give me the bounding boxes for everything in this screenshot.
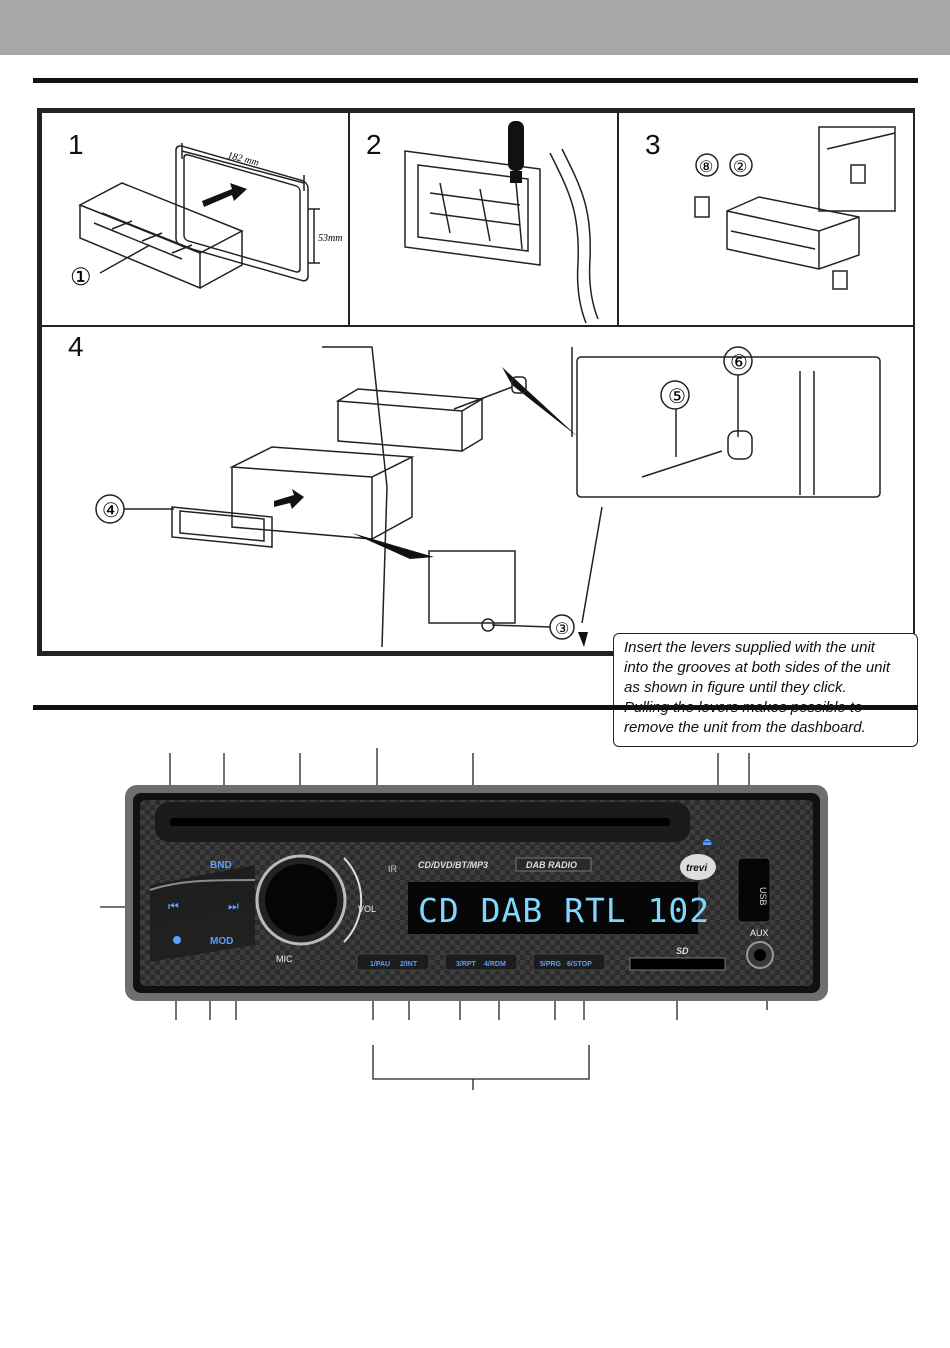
screwdriver-drawing [404, 121, 599, 324]
part-marker-6: ⑥ [730, 352, 748, 374]
brand-name: trevi [686, 863, 707, 874]
band-button[interactable]: BND [210, 860, 232, 871]
ir-sensor-label: IR [388, 864, 398, 874]
front-panel-diagram: BND ⏮ ⏭ MOD VOL MIC IR CD/DVD/BT/MP3 DAB… [100, 748, 828, 1090]
step-number: 2 [366, 129, 382, 160]
part-marker-5: ⑤ [668, 386, 686, 408]
preset-5-button[interactable]: 5/PRG [540, 961, 562, 968]
aux-label: AUX [750, 928, 769, 938]
vol-label: VOL [358, 904, 376, 914]
preset-4-button[interactable]: 4/RDM [484, 961, 506, 968]
bracket-drawing: ⑧ ② [694, 126, 896, 290]
preset-2-button[interactable]: 2/INT [400, 961, 418, 968]
lever-instruction-note: Insert the levers supplied with the unit… [613, 633, 918, 747]
step-4-panel: 4 [40, 325, 915, 653]
sd-slot[interactable] [629, 957, 726, 971]
step-2-panel: 2 [348, 111, 619, 327]
note-line: Insert the levers supplied with the unit [624, 639, 875, 656]
preset-3-button[interactable]: 3/RPT [456, 961, 477, 968]
power-icon[interactable] [173, 936, 181, 944]
mic-label: MIC [276, 954, 293, 964]
final-assembly-drawing: ⑤ ⑥ ④ ③ [95, 346, 881, 648]
step-3-panel: 3 ⑧ ② [617, 111, 915, 327]
step-number: 3 [645, 129, 661, 160]
width-dimension: 182 mm [226, 150, 260, 168]
note-line: into the grooves at both sides of the un… [624, 659, 891, 676]
header-bar [0, 0, 950, 55]
usb-label: USB [758, 887, 768, 906]
brand-logo [680, 854, 716, 880]
step-1-panel: 1 182 mm 53mm ① [40, 111, 350, 327]
part-marker-2: ② [733, 159, 747, 176]
part-marker-3: ③ [555, 621, 569, 638]
part-marker-8: ⑧ [699, 159, 713, 176]
note-line: remove the unit from the dashboard. [624, 719, 866, 736]
preset-1-button[interactable]: 1/PAU [370, 961, 390, 968]
sd-label: SD [676, 946, 689, 956]
lcd-display: CD DAB RTL 102 [418, 891, 710, 930]
usb-port[interactable] [737, 857, 771, 923]
dab-label: DAB RADIO [526, 860, 577, 870]
mode-button[interactable]: MOD [210, 936, 233, 947]
format-label: CD/DVD/BT/MP3 [418, 860, 488, 870]
installation-diagram: 1 182 mm 53mm ① 2 [37, 108, 918, 747]
section-rule-top [33, 78, 918, 83]
mounting-sleeve-drawing: 182 mm 53mm ① [70, 143, 342, 291]
step-number: 4 [68, 331, 84, 362]
section-rule-middle [33, 705, 918, 710]
preset-6-button[interactable]: 6/STOP [567, 961, 592, 968]
note-line: as shown in figure until they click. [624, 679, 847, 696]
eject-button[interactable]: ⏏ [702, 836, 712, 848]
step-number: 1 [68, 129, 84, 160]
part-marker-1: ① [70, 264, 92, 291]
height-dimension: 53mm [318, 233, 342, 244]
next-track-button[interactable]: ⏭ [228, 899, 239, 913]
prev-track-button[interactable]: ⏮ [168, 899, 179, 913]
part-marker-4: ④ [102, 500, 120, 522]
